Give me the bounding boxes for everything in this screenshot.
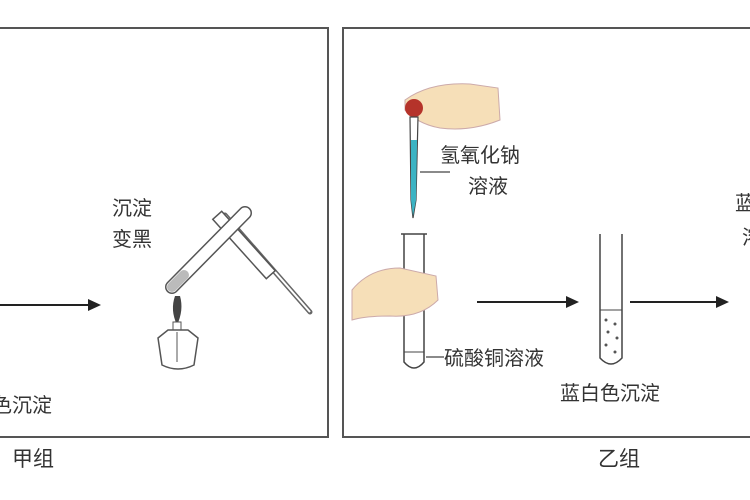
label-cuso4: 硫酸铜溶液 xyxy=(444,346,544,370)
label-naoh-2: 溶液 xyxy=(468,174,508,198)
arrow-b2 xyxy=(630,296,729,308)
test-tube-precipitate xyxy=(599,234,623,365)
arrow-a xyxy=(0,299,101,311)
label-naoh-1: 氢氧化钠 xyxy=(440,143,520,167)
label-right-partial-1: 蓝 xyxy=(735,191,750,215)
test-tube-cuso4-with-hand xyxy=(351,233,444,369)
heated-test-tube-apparatus xyxy=(157,206,313,370)
label-precipitate-blackens-1: 沉淀 xyxy=(112,196,152,220)
label-precipitate-partial: 色沉淀 xyxy=(0,393,52,417)
caption-group-a: 甲组 xyxy=(12,447,54,471)
arrow-b1 xyxy=(477,296,579,308)
label-right-partial-2: 溶 xyxy=(742,225,750,249)
dropper-with-hand xyxy=(404,83,501,219)
caption-group-b: 乙组 xyxy=(598,447,640,471)
label-precipitate-blackens-2: 变黑 xyxy=(112,227,152,251)
label-blue-white-precipitate: 蓝白色沉淀 xyxy=(560,381,660,405)
panel-group-b xyxy=(342,27,750,438)
panel-group-a xyxy=(0,27,329,438)
